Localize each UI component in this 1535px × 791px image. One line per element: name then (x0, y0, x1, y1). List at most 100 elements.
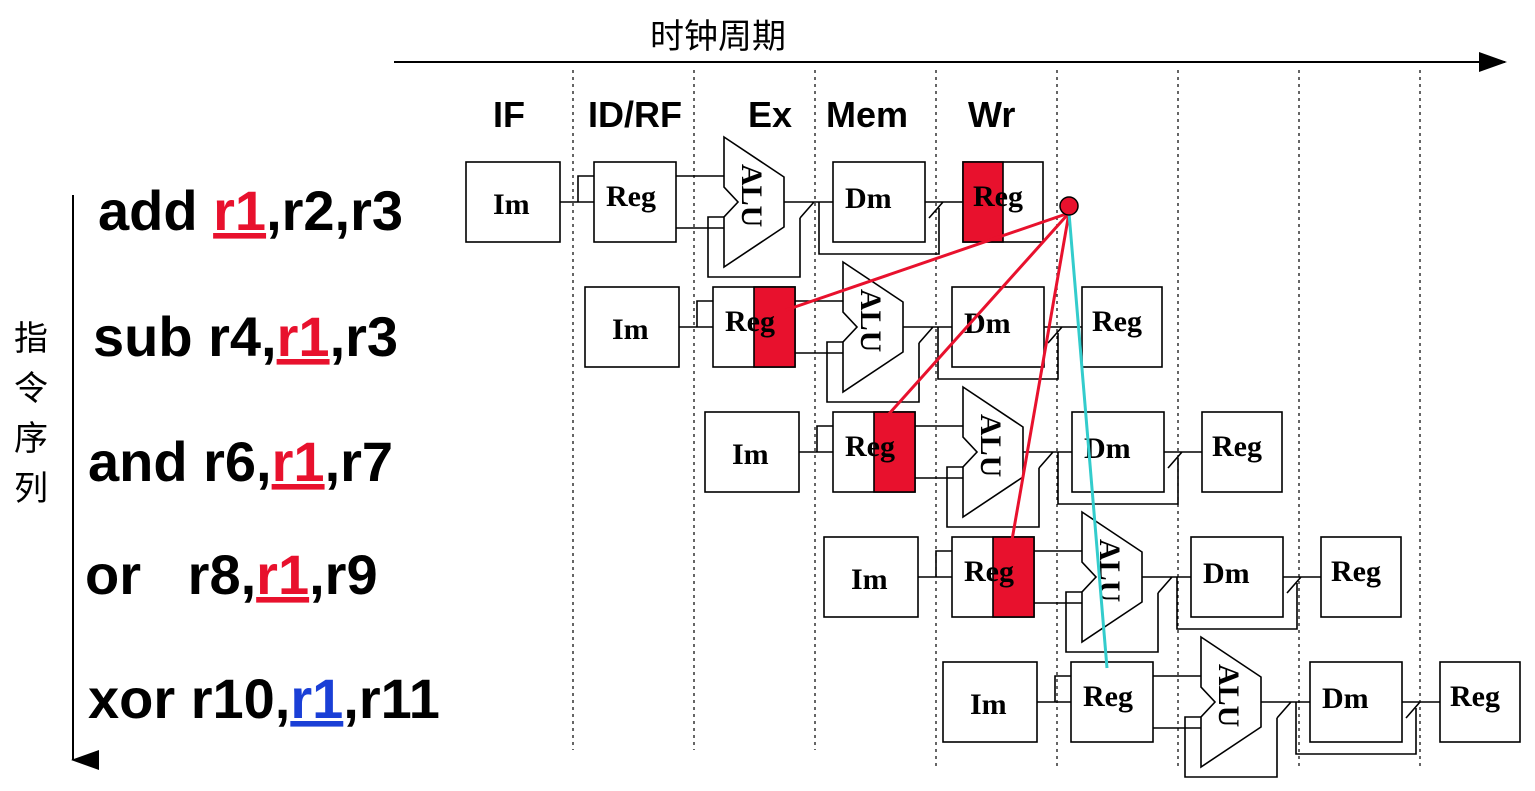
reg-label: Reg (725, 305, 775, 338)
alu-label: ALU (854, 289, 887, 352)
wire (1176, 577, 1298, 630)
reg-write-unit (1081, 286, 1163, 368)
im-label: Im (851, 563, 888, 596)
wire (1261, 701, 1310, 719)
instruction-xor: xor r10,r1,r11 (88, 667, 440, 730)
instruction-sub: sub r4,r1,r3 (93, 305, 398, 368)
reg-label: Reg (1212, 430, 1262, 463)
reg-label: Reg (1092, 305, 1142, 338)
im-unit (704, 411, 800, 493)
stage-label-mem: Mem (826, 94, 908, 135)
reg-read-unit (1070, 661, 1154, 743)
wire (1164, 451, 1202, 469)
alu-label: ALU (974, 414, 1007, 477)
stage-label-ex: Ex (748, 94, 792, 135)
im-label: Im (612, 313, 649, 346)
instruction-sequence-label: 指 令 序 列 (14, 319, 48, 509)
no-hazard-line-xor (1067, 212, 1109, 669)
wire (707, 216, 801, 278)
wire (1037, 675, 1071, 703)
source-register-r1: r1 (256, 543, 309, 606)
dm-label: Dm (1203, 557, 1250, 590)
source-register-r1: r1 (277, 305, 330, 368)
stage-label-if: IF (493, 94, 525, 135)
hazard-line-sub (785, 211, 1070, 312)
wire (799, 425, 833, 453)
wire (1034, 550, 1082, 604)
clock-cycle-title: 时钟周期 (650, 17, 786, 57)
wire (1283, 576, 1321, 594)
wire (937, 327, 1059, 380)
reg-write-highlight (962, 161, 1004, 243)
reg-label: Reg (1083, 680, 1133, 713)
wire (676, 175, 724, 229)
reg-read-highlight (873, 411, 916, 493)
wire (1402, 701, 1440, 719)
cycle-dividers (572, 70, 1421, 770)
alu-unit (1200, 635, 1262, 769)
alu-unit (723, 135, 785, 269)
instruction-or: or r8,r1,r9 (85, 543, 378, 606)
dm-unit (832, 161, 926, 243)
dm-label: Dm (1322, 682, 1369, 715)
alu-unit (962, 385, 1024, 519)
im-label: Im (493, 188, 530, 221)
instruction-add: add r1,r2,r3 (98, 179, 403, 242)
wire (818, 202, 940, 255)
reg-write-unit (1439, 661, 1521, 743)
wire (1142, 576, 1191, 594)
dm-label: Dm (1084, 432, 1131, 465)
reg-read-highlight (753, 286, 796, 368)
wire (1153, 675, 1201, 729)
wire (1295, 702, 1417, 755)
im-unit (465, 161, 561, 243)
stage-label-wr: Wr (968, 94, 1015, 135)
alu-unit (842, 260, 904, 394)
wire (1184, 716, 1278, 778)
wire (679, 300, 713, 328)
dm-label: Dm (845, 182, 892, 215)
source-register-r1: r1 (272, 430, 325, 493)
reg-label: Reg (964, 555, 1014, 588)
reg-write-unit (1320, 536, 1402, 618)
dm-unit (1190, 536, 1284, 618)
wire (784, 201, 833, 219)
im-unit (823, 536, 919, 618)
side-label-char: 列 (14, 469, 48, 509)
hazard-line-and (886, 211, 1071, 417)
wire (560, 175, 594, 203)
reg-label: Reg (845, 430, 895, 463)
pipeline-row: Im Reg ALU Dm Reg (942, 635, 1521, 778)
alu-label: ALU (735, 164, 768, 227)
im-unit (942, 661, 1038, 743)
wire (918, 550, 952, 578)
side-label-char: 序 (14, 419, 48, 459)
reg-read-highlight (992, 536, 1035, 618)
pipeline-row: Im Reg ALU Dm Reg (704, 385, 1283, 528)
im-label: Im (732, 438, 769, 471)
reg-label: Reg (1450, 680, 1500, 713)
wire (946, 466, 1040, 528)
dest-register-r1: r1 (213, 179, 266, 242)
alu-label: ALU (1212, 664, 1245, 727)
wire (1023, 451, 1072, 469)
write-point-dot (1059, 196, 1079, 216)
reg-read-unit (593, 161, 677, 243)
im-label: Im (970, 688, 1007, 721)
hazard-line-or (1010, 212, 1071, 541)
wire (903, 326, 952, 344)
reg-label: Reg (606, 180, 656, 213)
reg-write-unit (1201, 411, 1283, 493)
wire (795, 300, 843, 354)
instruction-and: and r6,r1,r7 (88, 430, 393, 493)
reg-label: Reg (1331, 555, 1381, 588)
dependency-lines (785, 196, 1109, 669)
wire (1057, 452, 1179, 505)
stage-label-id-rf: ID/RF (588, 94, 682, 135)
im-unit (584, 286, 680, 368)
side-label-char: 令 (14, 369, 48, 409)
